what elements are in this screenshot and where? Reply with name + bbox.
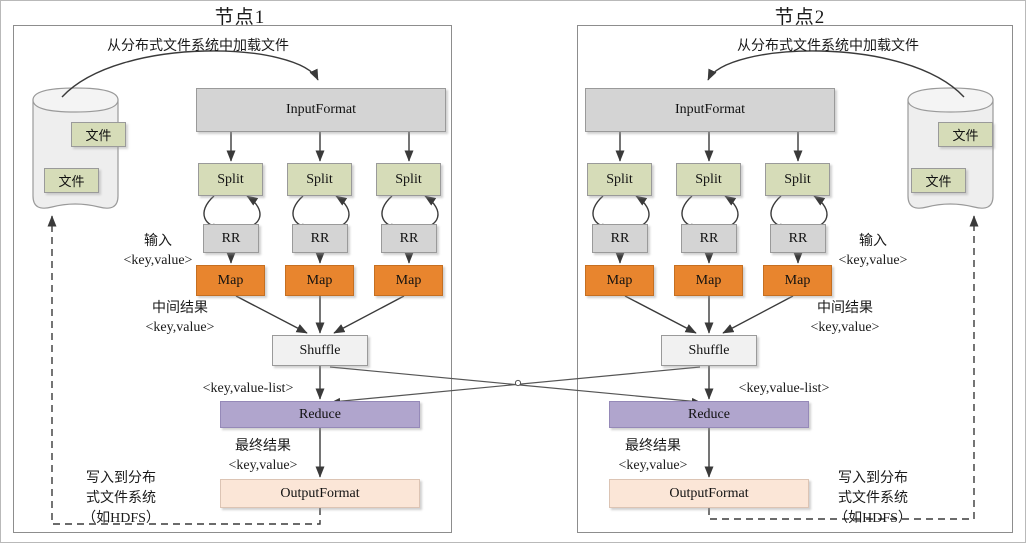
node1-load-caption: 从分布式文件系统中加载文件: [107, 39, 289, 54]
node2-input-label-1: 输入: [859, 234, 887, 249]
node2-file-1: 文件: [938, 122, 993, 147]
node1-frame: [13, 25, 452, 533]
node2-final-label-1: 最终结果: [625, 439, 681, 454]
node1-input-label-1: 输入: [144, 234, 172, 249]
node1-file-1: 文件: [71, 122, 126, 147]
node2-writeback-label-1: 写入到分布: [838, 471, 908, 486]
node1-writeback-label-1: 写入到分布: [86, 471, 156, 486]
node1-writeback-label-3: （如HDFS）: [82, 511, 160, 526]
node1-reduce: Reduce: [220, 401, 420, 428]
node2-intermediate-label-2: <key,value>: [810, 320, 880, 335]
node2-split-3: Split: [765, 163, 830, 196]
node1-intermediate-label-2: <key,value>: [145, 320, 215, 335]
node2-outputformat: OutputFormat: [609, 479, 809, 508]
node1-final-label-2: <key,value>: [228, 458, 298, 473]
node1-final-label-1: 最终结果: [235, 439, 291, 454]
node1-rr-2: RR: [292, 224, 348, 253]
node1-rr-1: RR: [203, 224, 259, 253]
node2-rr-3: RR: [770, 224, 826, 253]
node2-split-2: Split: [676, 163, 741, 196]
node1-map-3: Map: [374, 265, 443, 296]
node1-split-2: Split: [287, 163, 352, 196]
node1-writeback-label-2: 式文件系统: [86, 491, 156, 506]
node2-shuffle: Shuffle: [661, 335, 757, 366]
node2-split-1: Split: [587, 163, 652, 196]
node1-title: 节点1: [214, 7, 266, 28]
node2-writeback-label-2: 式文件系统: [838, 491, 908, 506]
node1-map-2: Map: [285, 265, 354, 296]
node1-split-3: Split: [376, 163, 441, 196]
node2-writeback-label-3: （如HDFS）: [834, 511, 912, 526]
node2-map-2: Map: [674, 265, 743, 296]
node2-map-1: Map: [585, 265, 654, 296]
node2-final-label-2: <key,value>: [618, 458, 688, 473]
node1-split-1: Split: [198, 163, 263, 196]
node2-frame: [577, 25, 1013, 533]
node1-map-1: Map: [196, 265, 265, 296]
node2-file-2: 文件: [911, 168, 966, 193]
node1-outputformat: OutputFormat: [220, 479, 420, 508]
node1-file-2: 文件: [44, 168, 99, 193]
node2-reduce: Reduce: [609, 401, 809, 428]
node2-input-label-2: <key,value>: [838, 253, 908, 268]
node2-keyvaluelist-label: <key,value-list>: [738, 381, 830, 396]
node2-title: 节点2: [774, 7, 826, 28]
node1-intermediate-label-1: 中间结果: [152, 301, 208, 316]
node1-input-label-2: <key,value>: [123, 253, 193, 268]
node1-keyvaluelist-label: <key,value-list>: [202, 381, 294, 396]
node2-load-caption: 从分布式文件系统中加载文件: [737, 39, 919, 54]
node2-inputformat: InputFormat: [585, 88, 835, 132]
node2-map-3: Map: [763, 265, 832, 296]
node1-shuffle: Shuffle: [272, 335, 368, 366]
node1-rr-3: RR: [381, 224, 437, 253]
node2-intermediate-label-1: 中间结果: [817, 301, 873, 316]
node2-rr-2: RR: [681, 224, 737, 253]
node2-rr-1: RR: [592, 224, 648, 253]
node1-inputformat: InputFormat: [196, 88, 446, 132]
